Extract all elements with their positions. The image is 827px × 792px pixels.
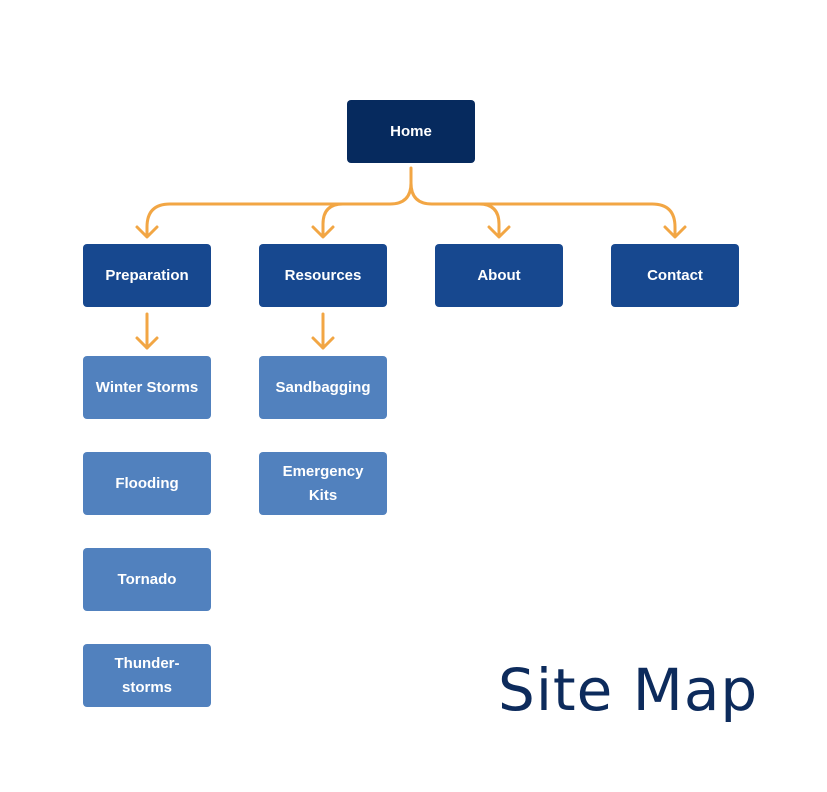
connector-home-right	[409, 181, 677, 238]
node-contact: Contact	[611, 244, 739, 307]
connector-to-resources	[321, 202, 345, 238]
arrowhead-contact	[663, 225, 687, 239]
arrowhead-preparation	[135, 225, 159, 239]
arrowhead-resources	[311, 225, 335, 239]
connector-to-about	[477, 202, 501, 238]
node-winter-storms: Winter Storms	[83, 356, 211, 419]
node-about: About	[435, 244, 563, 307]
node-resources: Resources	[259, 244, 387, 307]
node-home: Home	[347, 100, 475, 163]
connector-home-trunk	[145, 166, 413, 238]
arrowhead-sandbagging	[311, 336, 335, 350]
page-title: Site Map	[498, 656, 759, 724]
node-preparation: Preparation	[83, 244, 211, 307]
node-thunderstorms: Thunder- storms	[83, 644, 211, 707]
arrowhead-about	[487, 225, 511, 239]
node-tornado: Tornado	[83, 548, 211, 611]
node-sandbagging: Sandbagging	[259, 356, 387, 419]
arrowhead-winter-storms	[135, 336, 159, 350]
node-emergency-kits: Emergency Kits	[259, 452, 387, 515]
node-flooding: Flooding	[83, 452, 211, 515]
